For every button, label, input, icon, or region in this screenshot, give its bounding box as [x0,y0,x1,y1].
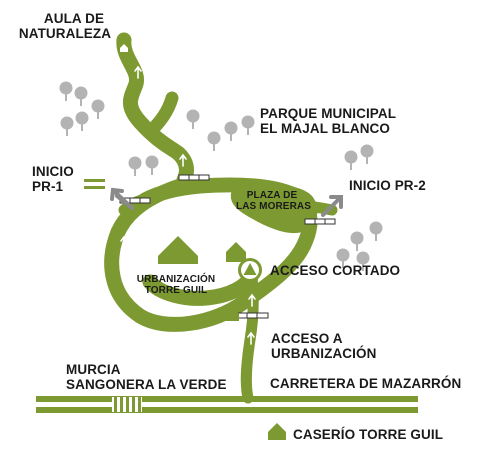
label-murcia-line2: SANGONERA LA VERDE [66,377,227,392]
tree-icon [59,81,73,101]
tree-icon [91,99,105,119]
label-parque-line1: PARQUE MUNICIPAL [260,106,397,121]
house-icon [226,242,246,262]
label-aula-line1: AULA DE [43,11,105,26]
label-inicio-pr1-line1: INICIO [32,164,74,179]
road-icon [36,396,418,413]
tree-icon [356,251,370,271]
label-parque-line2: EL MAJAL BLANCO [260,121,391,136]
label-inicio-pr1-line2: PR-1 [32,179,64,194]
route-inner [142,266,260,306]
label-plaza-line1: PLAZA DE [246,190,298,201]
pr1-marker-icon [84,179,105,189]
tree-icon [224,121,238,141]
tree-icon [128,156,142,176]
tree-icon [360,144,374,164]
tree-icon [60,116,74,136]
tree-icon [344,150,358,170]
house-icon [158,236,198,264]
label-inicio-pr2: INICIO PR-2 [349,178,426,193]
label-aula-de-naturaleza: AULA DE NATURALEZA [19,11,115,41]
label-urbanizacion-torre-guil: URBANIZACIÓN TORRE GUIL [130,274,222,296]
signpost-icon [321,195,343,217]
tree-icon [207,131,221,151]
label-caserio-torre-guil: CASERÍO TORRE GUIL [293,427,444,442]
label-carretera-mazarron: CARRETERA DE MAZARRÓN [270,376,462,391]
house-icon [120,44,128,52]
label-plaza-moreras: PLAZA DE LAS MORERAS [236,190,311,212]
label-murcia-line1: MURCIA [66,362,121,377]
house-icon [223,306,239,321]
label-acceso-line1: ACCESO A [271,331,343,346]
route-branch [143,91,179,139]
arrow-icon [120,235,128,249]
tree-icon [75,111,89,131]
label-plaza-line2: LAS MORERAS [236,201,311,212]
label-urbanizacion-line2: TORRE GUIL [144,285,208,296]
label-murcia-sangonera: MURCIA SANGONERA LA VERDE [66,362,227,392]
tree-icon [145,155,159,175]
tree-icon [369,221,383,241]
tree-icon [241,115,255,135]
tree-icon-group [59,81,383,271]
arrow-icon [247,331,255,345]
label-parque-municipal: PARQUE MUNICIPAL EL MAJAL BLANCO [260,106,396,136]
warning-triangle-icon [238,258,262,282]
arrow-icon-group [120,65,256,345]
bridge-marker-icon [119,174,336,319]
signpost-icon [110,187,134,210]
route-access [240,270,259,404]
arrow-icon [134,65,142,79]
tree-icon [350,231,364,251]
arrow-icon [248,293,256,307]
route-paths [104,32,338,404]
plaza-area [230,183,318,234]
route-loop [104,177,318,332]
label-acceso-line2: URBANIZACIÓN [271,346,377,361]
tree-icon [336,248,350,268]
route-aula [116,32,194,188]
label-inicio-pr1: INICIO PR-1 [32,164,74,194]
label-urbanizacion-line1: URBANIZACIÓN [136,274,216,285]
tree-icon [186,109,200,129]
tree-icon [74,86,88,106]
arrow-icon [179,153,187,167]
house-icon [268,423,286,440]
label-aula-line2: NATURALEZA [18,26,112,41]
label-acceso-cortado: ACCESO CORTADO [270,263,401,278]
label-acceso-urbanizacion: ACCESO A URBANIZACIÓN [271,331,376,361]
